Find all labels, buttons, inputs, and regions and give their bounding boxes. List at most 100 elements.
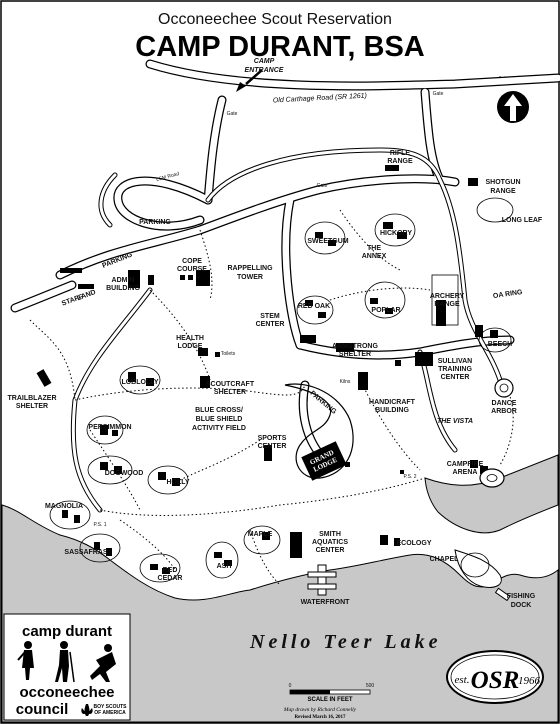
label-chapel: CHAPEL — [430, 556, 460, 563]
archery-range-outline — [431, 274, 459, 326]
label-red-cedar-1: RED — [163, 567, 178, 574]
lake — [1, 504, 559, 723]
waterfront-dock — [307, 564, 337, 596]
logo-camp-name: camp durant — [22, 623, 112, 640]
label-red-cedar-2: CEDAR — [158, 575, 183, 582]
label-rifle-2: RANGE — [387, 158, 413, 165]
label-archery-1: ARCHERY — [430, 293, 465, 300]
bsa-fleur-icon — [81, 704, 93, 716]
badge-year: 1966 — [518, 675, 541, 687]
label-armstrong-1: ARMSTRONG — [332, 343, 378, 350]
label-waterfront: WATERFRONT — [301, 599, 351, 606]
entrance-pointer — [245, 69, 263, 85]
badge-osr: OSR — [471, 667, 520, 694]
scale-zero: 0 — [289, 683, 292, 689]
credit-drawn-by: Map drawn by Richard Connelly — [283, 707, 357, 713]
label-parking-top: PARKING — [139, 219, 171, 226]
credit-revised: Revised March 16, 2017 — [294, 715, 346, 720]
logo-org-line2: council — [16, 701, 69, 718]
label-shotgun-2: RANGE — [490, 188, 516, 195]
label-trailblazer-1: TRAILBLAZER — [8, 395, 57, 402]
label-dance-1: DANCE — [492, 400, 517, 407]
label-kilns: Kilns — [340, 379, 351, 385]
label-persimmon: PERSIMMON — [88, 424, 131, 431]
campsite-outlines — [49, 197, 514, 583]
label-holly: HOLLY — [166, 479, 189, 486]
label-ash: ASH — [217, 563, 232, 570]
label-archery-2: RANGE — [434, 301, 460, 308]
label-toilets: Toilets — [221, 351, 236, 357]
label-oa-ring: OA RING — [493, 289, 524, 300]
label-health-2: LODGE — [178, 343, 203, 350]
label-hickory: HICKORY — [380, 230, 412, 237]
label-smith-2: AQUATICS — [312, 539, 348, 546]
label-campfire-2: ARENA — [453, 469, 478, 476]
label-sullivan-1: SULLIVAN — [438, 358, 472, 365]
label-field-3: ACTIVITY FIELD — [192, 425, 246, 432]
label-annex-1: THE — [367, 245, 381, 252]
label-shotgun-1: SHOTGUN — [486, 179, 521, 186]
label-sullivan-3: CENTER — [441, 374, 470, 381]
logo-org-line1: occoneechee — [19, 684, 114, 701]
entrance-arrow-icon — [236, 82, 246, 92]
parking-loop — [284, 383, 354, 479]
label-cope-2: COURSE — [177, 266, 207, 273]
camp-entrance-line2: ENTRANCE — [245, 67, 284, 74]
label-armstrong-2: SHELTER — [339, 351, 371, 358]
label-stem-2: CENTER — [256, 321, 285, 328]
grand-lodge — [301, 441, 347, 481]
label-cope-1: COPE — [182, 258, 202, 265]
label-field-2: BLUE SHIELD — [196, 416, 243, 423]
label-health-1: HEALTH — [176, 335, 204, 342]
logo-bsa-line1: BOY SCOUTS — [94, 704, 128, 710]
label-sports-2: CENTER — [258, 443, 287, 450]
scale-bar: 0 500 SCALE IN FEET — [289, 683, 375, 703]
buildings — [36, 165, 498, 574]
label-loblolly: LOBLOLLY — [121, 379, 158, 386]
gate-label-3: Gate — [317, 183, 328, 189]
fishing-dock — [494, 587, 511, 602]
label-magnolia: MAGNOLIA — [45, 503, 83, 510]
label-poplar: POPLAR — [371, 307, 400, 314]
hiker-silhouettes-icon — [17, 641, 116, 683]
scale-max: 500 — [366, 683, 375, 689]
dance-arbor-icon — [494, 378, 514, 398]
osr-badge: est. OSR 1966 — [446, 650, 544, 704]
peninsula — [454, 549, 502, 588]
road-label-old-carthage: Old Carthage Road (SR 1261) — [273, 93, 367, 105]
label-ecology: ECOLOGY — [396, 540, 431, 547]
label-sweetgum: SWEETGUM — [307, 238, 348, 245]
gate-label-1: Gate — [227, 111, 238, 117]
label-maple: MAPLE — [248, 531, 273, 538]
badge-est: est. — [455, 674, 470, 686]
label-ps2: P.S. 2 — [404, 474, 417, 480]
label-trailblazer-2: SHELTER — [16, 403, 48, 410]
label-rifle-1: RIFLE — [390, 150, 411, 157]
label-handicraft-2: BUILDING — [375, 407, 409, 414]
label-smith-3: CENTER — [316, 547, 345, 554]
label-annex-2: ANNEX — [362, 253, 387, 260]
label-field-1: BLUE CROSS/ — [195, 407, 243, 414]
campfire-arena-icon — [479, 468, 505, 488]
label-fishing-1: FISHING — [507, 593, 536, 600]
label-scoutcraft-1: SCOUTCRAFT — [206, 381, 255, 388]
label-smith-1: SMITH — [319, 531, 341, 538]
label-long-leaf: LONG LEAF — [502, 217, 543, 224]
label-fishing-2: DOCK — [511, 602, 532, 609]
gate-label-2: Gate — [433, 91, 444, 97]
label-handicraft-1: HANDICRAFT — [369, 399, 416, 406]
label-sassafras: SASSAFRAS — [64, 549, 108, 556]
label-vista: THE VISTA — [437, 418, 473, 425]
label-admin-1: ADMIN — [112, 277, 135, 284]
label-campfire-1: CAMPFIRE — [447, 461, 484, 468]
label-ps1: P.S. 1 — [94, 522, 107, 528]
lsm-road-label: LSM Road — [156, 171, 181, 183]
label-stem-1: STEM — [260, 313, 280, 320]
label-dogwood: DOGWOOD — [105, 470, 144, 477]
label-dance-2: ARBOR — [491, 408, 517, 415]
camp-durant-logo: camp durant occoneechee council BOY SCOU… — [3, 613, 131, 721]
label-red-oak: RED OAK — [298, 303, 330, 310]
camp-entrance-line1: CAMP — [254, 58, 275, 65]
label-scoutcraft-2: SHELTER — [214, 389, 246, 396]
